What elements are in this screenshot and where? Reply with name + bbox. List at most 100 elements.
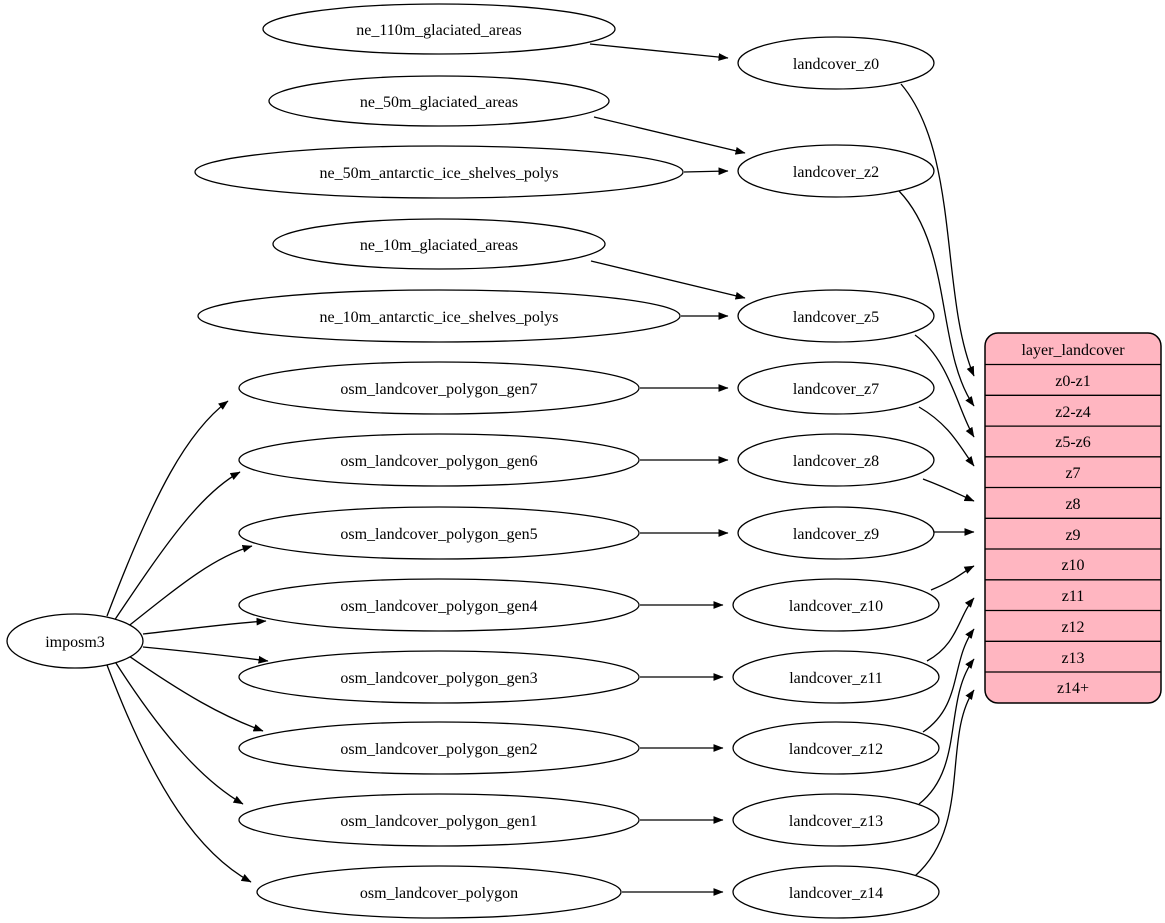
edge-z12-to-row-z12	[922, 628, 975, 733]
edge-imposm3-to-gen1	[113, 659, 244, 805]
node-landcover-z0: landcover_z0	[737, 36, 935, 90]
node-osm-landcover-polygon-gen4-ellipse	[238, 578, 640, 632]
node-landcover-z9-label: landcover_z9	[793, 526, 879, 543]
node-imposm3: imposm3	[6, 613, 144, 669]
node-landcover-z14-label: landcover_z14	[789, 885, 883, 902]
edge-ne50m-antarctic-to-z2	[683, 167, 729, 176]
node-ne-10m-antarctic-ice-shelves-polys: ne_10m_antarctic_ice_shelves_polys	[197, 289, 681, 343]
node-ne-110m-glaciated-areas-ellipse	[262, 3, 616, 55]
node-landcover-z5-ellipse	[737, 289, 935, 343]
node-landcover-z12: landcover_z12	[732, 721, 940, 775]
node-landcover-z7-label: landcover_z7	[793, 381, 879, 398]
node-osm-landcover-polygon-gen7-ellipse	[238, 361, 640, 415]
node-imposm3-ellipse	[6, 613, 144, 669]
record-row-z2-z4: z2-z4	[1055, 404, 1091, 421]
node-osm-landcover-polygon-gen3-label: osm_landcover_polygon_gen3	[340, 670, 537, 687]
node-ne-10m-glaciated-areas-label: ne_10m_glaciated_areas	[360, 237, 518, 254]
edge-ne10m-glaciated-to-z5	[590, 260, 746, 300]
node-ne-50m-glaciated-areas-label: ne_50m_glaciated_areas	[360, 94, 518, 111]
edge-z11-to-row-z11	[926, 597, 975, 662]
node-osm-landcover-polygon-gen3-ellipse	[238, 650, 640, 704]
node-ne-10m-antarctic-ice-shelves-polys-label: ne_10m_antarctic_ice_shelves_polys	[319, 309, 558, 326]
node-landcover-z8: landcover_z8	[737, 433, 935, 487]
node-landcover-z13-ellipse	[732, 793, 940, 847]
node-ne-110m-glaciated-areas: ne_110m_glaciated_areas	[262, 3, 616, 55]
record-row-z10: z10	[1061, 557, 1084, 574]
record-row-z14plus: z14+	[1057, 680, 1089, 697]
node-landcover-z13: landcover_z13	[732, 793, 940, 847]
node-osm-landcover-polygon-ellipse	[256, 865, 622, 919]
edge-z10-to-row-z10	[930, 565, 975, 591]
record-row-z13: z13	[1061, 650, 1084, 667]
node-osm-landcover-polygon-gen4-label: osm_landcover_polygon_gen4	[340, 598, 537, 615]
node-landcover-z10-ellipse	[732, 578, 940, 632]
record-row-z9: z9	[1065, 527, 1080, 544]
node-landcover-z14: landcover_z14	[732, 865, 940, 919]
record-node-layer-landcover: layer_landcover z0-z1 z2-z4 z5-z6 z7 z8 …	[984, 332, 1162, 704]
edge-imposm3-to-gen3	[142, 646, 269, 664]
node-ne-50m-antarctic-ice-shelves-polys: ne_50m_antarctic_ice_shelves_polys	[194, 145, 684, 199]
record-row-z5-z6: z5-z6	[1055, 434, 1091, 451]
node-landcover-z11-ellipse	[732, 650, 940, 704]
node-ne-10m-glaciated-areas: ne_10m_glaciated_areas	[272, 218, 606, 270]
node-landcover-z13-label: landcover_z13	[789, 813, 883, 830]
node-osm-landcover-polygon-gen7: osm_landcover_polygon_gen7	[238, 361, 640, 415]
record-row-z7: z7	[1065, 465, 1080, 482]
node-ne-50m-glaciated-areas-ellipse	[268, 75, 610, 127]
node-landcover-z5: landcover_z5	[737, 289, 935, 343]
node-landcover-z0-ellipse	[737, 36, 935, 90]
node-landcover-z12-label: landcover_z12	[789, 741, 883, 758]
node-landcover-z0-label: landcover_z0	[793, 56, 879, 73]
node-osm-landcover-polygon-gen1-ellipse	[238, 793, 640, 847]
edge-imposm3-to-gen6	[113, 471, 241, 622]
edge-z2-to-row-z2-z4	[898, 190, 975, 407]
record-row-z8: z8	[1065, 496, 1080, 513]
node-landcover-z2: landcover_z2	[737, 144, 935, 198]
record-row-z12: z12	[1061, 619, 1084, 636]
edge-z13-to-row-z13	[918, 658, 975, 805]
node-osm-landcover-polygon: osm_landcover_polygon	[256, 865, 622, 919]
node-ne-10m-antarctic-ice-shelves-polys-ellipse	[197, 289, 681, 343]
edge-ne110m-glaciated-to-z0	[589, 43, 729, 61]
node-landcover-z14-ellipse	[732, 865, 940, 919]
node-osm-landcover-polygon-gen7-label: osm_landcover_polygon_gen7	[340, 381, 537, 398]
edge-imposm3-to-polygon	[106, 664, 252, 883]
node-osm-landcover-polygon-gen5-label: osm_landcover_polygon_gen5	[340, 526, 537, 543]
node-osm-landcover-polygon-gen2-label: osm_landcover_polygon_gen2	[340, 741, 537, 758]
edge-z8-to-row-z8	[922, 478, 975, 502]
node-ne-110m-glaciated-areas-label: ne_110m_glaciated_areas	[356, 22, 522, 39]
node-osm-landcover-polygon-gen6: osm_landcover_polygon_gen6	[238, 433, 640, 487]
node-osm-landcover-polygon-gen6-label: osm_landcover_polygon_gen6	[340, 453, 537, 470]
edge-imposm3-to-gen2	[125, 653, 264, 732]
node-landcover-z8-label: landcover_z8	[793, 453, 879, 470]
node-landcover-z5-label: landcover_z5	[793, 309, 879, 326]
node-landcover-z2-ellipse	[737, 144, 935, 198]
node-osm-landcover-polygon-gen4: osm_landcover_polygon_gen4	[238, 578, 640, 632]
node-ne-10m-glaciated-areas-ellipse	[272, 218, 606, 270]
node-ne-50m-antarctic-ice-shelves-polys-label: ne_50m_antarctic_ice_shelves_polys	[319, 165, 558, 182]
edge-imposm3-to-gen5	[125, 544, 253, 629]
node-landcover-z9: landcover_z9	[737, 506, 935, 560]
edges-layer	[106, 43, 975, 896]
node-osm-landcover-polygon-gen5: osm_landcover_polygon_gen5	[238, 506, 640, 560]
edge-imposm3-to-gen4	[142, 617, 267, 635]
node-osm-landcover-polygon-label: osm_landcover_polygon	[360, 885, 518, 902]
node-osm-landcover-polygon-gen1-label: osm_landcover_polygon_gen1	[340, 813, 537, 830]
edge-z5-to-row-z5-z6	[914, 334, 975, 438]
node-landcover-z9-ellipse	[737, 506, 935, 560]
record-title: layer_landcover	[1021, 342, 1125, 359]
node-landcover-z8-ellipse	[737, 433, 935, 487]
node-osm-landcover-polygon-gen3: osm_landcover_polygon_gen3	[238, 650, 640, 704]
node-ne-50m-glaciated-areas: ne_50m_glaciated_areas	[268, 75, 610, 127]
edge-ne50m-glaciated-to-z2	[593, 116, 746, 155]
node-ne-50m-antarctic-ice-shelves-polys-ellipse	[194, 145, 684, 199]
edge-z14-to-row-z14plus	[914, 689, 975, 877]
node-landcover-z11-label: landcover_z11	[789, 670, 883, 687]
node-landcover-z7-ellipse	[737, 361, 935, 415]
node-landcover-z10-label: landcover_z10	[789, 598, 883, 615]
node-osm-landcover-polygon-gen1: osm_landcover_polygon_gen1	[238, 793, 640, 847]
node-landcover-z11: landcover_z11	[732, 650, 940, 704]
node-osm-landcover-polygon-gen5-ellipse	[238, 506, 640, 560]
node-osm-landcover-polygon-gen2: osm_landcover_polygon_gen2	[238, 721, 640, 775]
node-osm-landcover-polygon-gen2-ellipse	[238, 721, 640, 775]
